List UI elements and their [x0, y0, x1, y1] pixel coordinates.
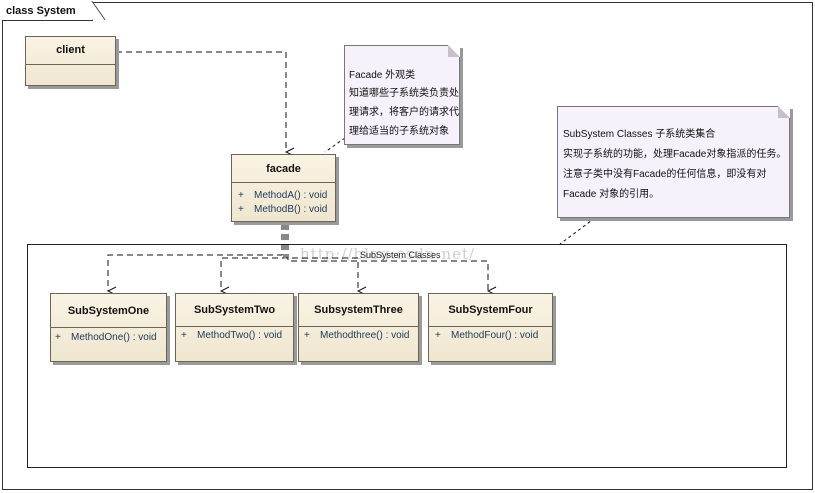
client-to-facade-dependency[interactable] — [116, 51, 286, 152]
note-facade-line: 理给适当的子系统对象 — [349, 126, 449, 137]
class-subsystemtwo[interactable]: SubSystemTwo + MethodTwo() : void — [175, 293, 294, 362]
class-subsystemtwo-divider — [176, 326, 293, 327]
class-subsystemone-divider — [51, 327, 166, 328]
facade-to-subsystemthree-dependency[interactable] — [285, 224, 358, 291]
class-subsystemone[interactable]: SubSystemOne + MethodOne() : void — [50, 293, 167, 362]
facade-to-subsystemtwo-dependency[interactable] — [221, 224, 285, 291]
note-subsystem-line: 实现子系统的功能，处理Facade对象指派的任务。 — [563, 149, 787, 160]
class-client-divider — [26, 64, 115, 65]
subsystem-note-anchor — [559, 217, 596, 245]
note-facade-line: 理请求，将客户的请求代 — [349, 107, 459, 118]
class-facade[interactable]: facade + MethodA() : void + MethodB() : … — [231, 154, 336, 222]
class-subsystemfour-name: SubSystemFour — [448, 304, 533, 316]
class-facade-name: facade — [266, 163, 301, 175]
frame-title: class System — [2, 2, 93, 21]
class-client[interactable]: client — [25, 36, 116, 86]
class-subsystemthree[interactable]: SubsystemThree + Methodthree() : void — [298, 293, 419, 362]
facade-to-subsystemone-dependency[interactable] — [108, 224, 283, 291]
note-fold-icon — [778, 106, 790, 118]
note-subsystem-line: SubSystem Classes 子系统类集合 — [563, 129, 716, 140]
class-subsystemfour[interactable]: SubSystemFour + MethodFour() : void — [428, 293, 553, 362]
facade-to-subsystemfour-dependency[interactable] — [287, 224, 488, 291]
note-facade[interactable]: Facade 外观类 知道哪些子系统类负责处 理请求，将客户的请求代 理给适当的… — [344, 45, 460, 145]
class-subsystemfour-divider — [429, 326, 552, 327]
class-facade-divider — [232, 182, 335, 183]
note-facade-line: Facade 外观类 — [349, 70, 416, 81]
class-subsystemone-name: SubSystemOne — [67, 305, 150, 317]
note-subsystem-line: Facade 对象的引用。 — [563, 189, 660, 200]
note-subsystem-line: 注意子类中没有Facade的任何信息，即没有对 — [563, 169, 767, 180]
class-subsystemtwo-name: SubSystemTwo — [193, 304, 276, 316]
note-facade-line: 知道哪些子系统类负责处 — [349, 88, 459, 99]
note-fold-icon — [448, 45, 460, 57]
facade-note-anchor — [324, 137, 346, 153]
class-subsystemthree-divider — [299, 326, 418, 327]
class-client-name: client — [56, 44, 85, 56]
class-subsystemthree-name: SubsystemThree — [314, 304, 403, 316]
package-label: SubSystem Classes — [360, 250, 441, 260]
note-subsystem[interactable]: SubSystem Classes 子系统类集合 实现子系统的功能，处理Faca… — [557, 106, 790, 218]
